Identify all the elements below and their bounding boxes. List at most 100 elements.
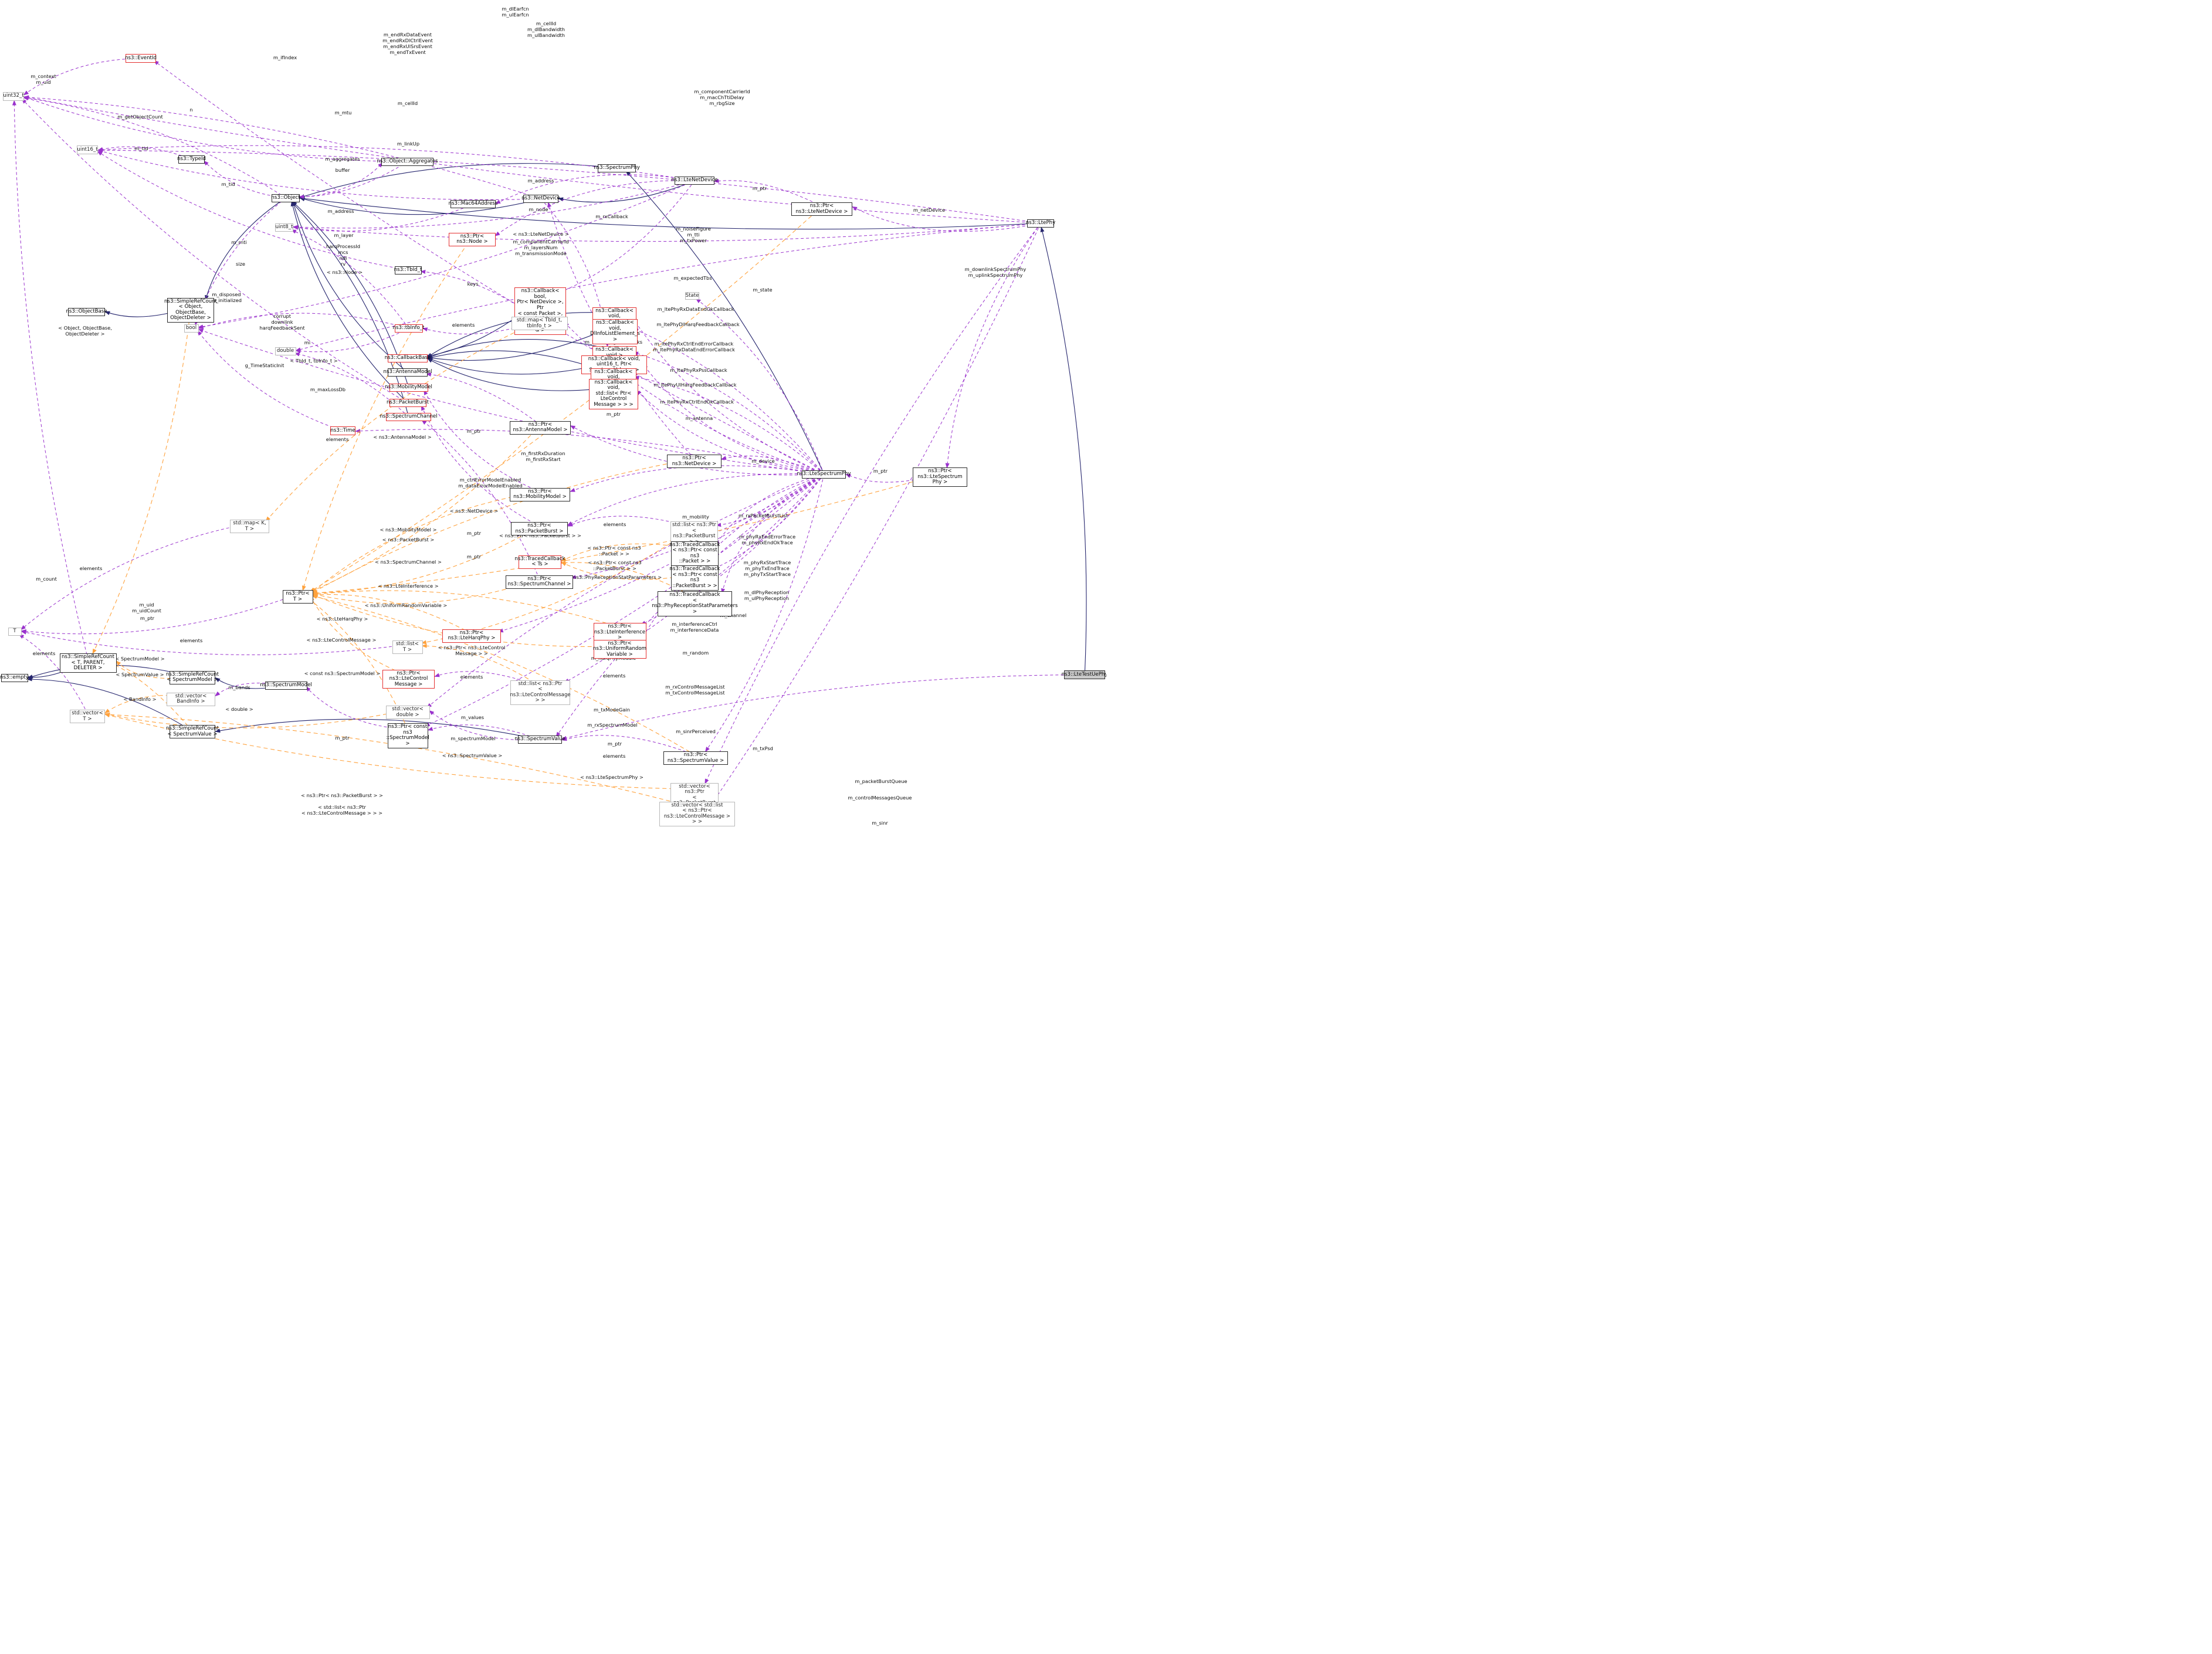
node-listt[interactable]: std::list< T > <box>392 640 423 655</box>
edge-pb-obj <box>290 201 408 404</box>
node-vlctrl[interactable]: std::vector< std::list < ns3::Ptr< ns3::… <box>659 801 735 826</box>
edge-lsp-state <box>695 298 825 474</box>
edge-pmob-mob <box>424 389 540 492</box>
node-tbinfo[interactable]: ns3::tbInfo_t <box>393 324 424 333</box>
edge-lsp-cbpkt <box>631 316 824 474</box>
node-pmob[interactable]: ns3::Ptr< ns3::MobilityModel > <box>510 487 570 501</box>
node-u32[interactable]: uint32_t <box>3 91 24 101</box>
node-srcsm[interactable]: ns3::SimpleRefCount < SpectrumModel > <box>166 670 219 684</box>
node-lctrl[interactable]: std::list< ns3::Ptr < ns3::LteControlMes… <box>510 680 571 705</box>
edge-nd-u16 <box>97 149 541 201</box>
node-sval[interactable]: ns3::SpectrumValue <box>514 736 565 744</box>
node-ppb[interactable]: ns3::Ptr< ns3::PacketBurst > <box>511 522 568 536</box>
node-ant[interactable]: ns3::AntennaModel <box>383 368 432 377</box>
node-time[interactable]: ns3::Time <box>330 426 355 435</box>
node-cbdl[interactable]: ns3::Callback< void, DlInfoListElement_s… <box>590 319 640 344</box>
node-empty[interactable]: ns3::empty <box>0 674 29 682</box>
node-state[interactable]: State <box>685 292 699 300</box>
node-pnd[interactable]: ns3::Ptr< ns3::NetDevice > <box>667 455 721 469</box>
node-pnode[interactable]: ns3::Ptr< ns3::Node > <box>449 232 496 246</box>
node-tcpbst[interactable]: ns3::TracedCallback < ns3::Ptr< const ns… <box>670 565 720 591</box>
edge-sphy-obj <box>299 163 617 198</box>
node-T[interactable]: T <box>8 627 22 636</box>
edge-pmob-ptrt <box>311 491 540 593</box>
node-plsp[interactable]: ns3::Ptr< ns3::LteSpectrum Phy > <box>913 467 967 487</box>
edge-lsp-lpb <box>716 474 825 527</box>
node-lsp[interactable]: ns3::LteSpectrumPhy <box>797 470 851 479</box>
node-cblist[interactable]: ns3::Callback< void, std::list< Ptr< Lte… <box>589 378 638 409</box>
edge-obj-u32 <box>23 96 286 198</box>
edge-lnd-u16 <box>97 145 695 181</box>
node-mapkt[interactable]: std::map< K, T > <box>230 520 269 534</box>
node-tbid[interactable]: ns3::TbId_t <box>394 266 422 274</box>
node-u16[interactable]: uint16_t <box>77 145 98 154</box>
edge-pant-ptrt <box>310 425 541 592</box>
node-bool[interactable]: bool <box>184 324 199 333</box>
edge-tbinfo-dbl <box>295 328 409 354</box>
node-nd[interactable]: ns3::NetDevice <box>521 195 560 203</box>
edge-srcsv-empty <box>26 677 193 732</box>
node-mob[interactable]: ns3::MobilityModel <box>385 384 432 392</box>
node-smod[interactable]: ns3::SpectrumModel <box>260 681 312 690</box>
node-dbl[interactable]: double <box>275 347 296 355</box>
node-u8[interactable]: uint8_t <box>275 223 293 232</box>
edge-lsp-pnd <box>720 455 824 474</box>
node-agg[interactable]: ns3::Object::Aggregates <box>377 158 438 166</box>
node-psmodc[interactable]: ns3::Ptr< const ns3 ::SpectrumModel > <box>386 723 429 748</box>
edge-tbid-u16 <box>97 151 408 270</box>
node-srcsv[interactable]: ns3::SimpleRefCount < SpectrumValue > <box>166 725 219 739</box>
node-vband[interactable]: std::vector< BandInfo > <box>167 692 215 706</box>
node-lphy[interactable]: ns3::LtePhy <box>1026 219 1055 228</box>
node-srco[interactable]: ns3::SimpleRefCount < Object, ObjectBase… <box>164 297 217 323</box>
node-lnd[interactable]: ns3::LteNetDevice <box>671 177 718 185</box>
edge-pnd-ptrt <box>311 458 695 594</box>
edge-srct-u32 <box>12 100 89 660</box>
edge-lsp-cbpss <box>642 364 824 474</box>
node-obase[interactable]: ns3::ObjectBase <box>66 307 107 316</box>
edge-lpb-listt <box>421 527 695 645</box>
edge-lsp-pharq <box>497 474 825 633</box>
edge-cbdl-cbase <box>426 325 615 361</box>
node-vdbl[interactable]: std::vector< double > <box>385 706 430 720</box>
edge-srcsm-srct <box>116 660 193 679</box>
edge-ptrt-T <box>21 594 298 635</box>
node-plnd[interactable]: ns3::Ptr< ns3::LteNetDevice > <box>791 202 852 216</box>
node-tyid[interactable]: ns3::TypeId <box>177 155 206 164</box>
node-tcphy[interactable]: ns3::TracedCallback < ns3::PhyReceptionS… <box>652 591 738 616</box>
edge-test-sval <box>561 675 1085 740</box>
node-pharq[interactable]: ns3::Ptr< ns3::LteHarqPhy > <box>442 629 501 643</box>
edge-pctrl-ptrt <box>310 596 409 677</box>
edge-listt-T <box>21 630 408 655</box>
edge-mapkt-T <box>20 523 250 631</box>
edge-agg-u32 <box>23 96 408 162</box>
node-obj[interactable]: ns3::Object <box>271 194 300 202</box>
node-pb[interactable]: ns3::PacketBurst <box>387 399 429 407</box>
node-tcts[interactable]: ns3::TracedCallback < Ts > <box>515 555 565 569</box>
node-sphy[interactable]: ns3::SpectrumPhy <box>594 164 640 172</box>
edge-lnd-pnode <box>494 180 695 236</box>
node-test[interactable]: ns3::LteTestUePhy <box>1062 670 1106 679</box>
node-psval[interactable]: ns3::Ptr< ns3::SpectrumValue > <box>663 751 728 765</box>
edge-lsp-psmodc <box>424 474 825 727</box>
node-ptrt[interactable]: ns3::Ptr< T > <box>282 590 313 604</box>
edge-vect-T <box>18 634 88 714</box>
edge-lnd-bool <box>198 180 695 329</box>
node-tcpkt[interactable]: ns3::TracedCallback < ns3::Ptr< const ns… <box>670 541 720 566</box>
node-pant[interactable]: ns3::Ptr< ns3::AntennaModel > <box>510 421 571 435</box>
edge-obj-agg <box>286 162 383 198</box>
edge-maptb-mapkt <box>265 320 540 522</box>
node-cbase[interactable]: ns3::CallbackBase <box>385 354 431 362</box>
node-schan[interactable]: ns3::SpectrumChannel <box>380 413 438 421</box>
node-puni[interactable]: ns3::Ptr< ns3::UniformRandom Variable > <box>593 639 646 659</box>
edge-evt-u32 <box>23 58 141 96</box>
node-mac[interactable]: ns3::Mac64Address <box>449 200 497 208</box>
node-vect[interactable]: std::vector< T > <box>70 710 105 724</box>
node-maptb[interactable]: std::map< TbId_t, tbInfo_t > <box>511 317 568 331</box>
node-pschan[interactable]: ns3::Ptr< ns3::SpectrumChannel > <box>506 575 573 589</box>
node-pctrl[interactable]: ns3::Ptr< ns3::LteControl Message > <box>382 669 435 689</box>
node-srct[interactable]: ns3::SimpleRefCount < T, PARENT, DELETER… <box>59 653 117 673</box>
edge-sval-psmodc <box>427 724 540 740</box>
node-pint[interactable]: ns3::Ptr< ns3::LteInterference > <box>593 623 646 642</box>
node-evt[interactable]: ns3::EventId <box>125 54 157 63</box>
edge-pant-ant <box>425 372 541 425</box>
